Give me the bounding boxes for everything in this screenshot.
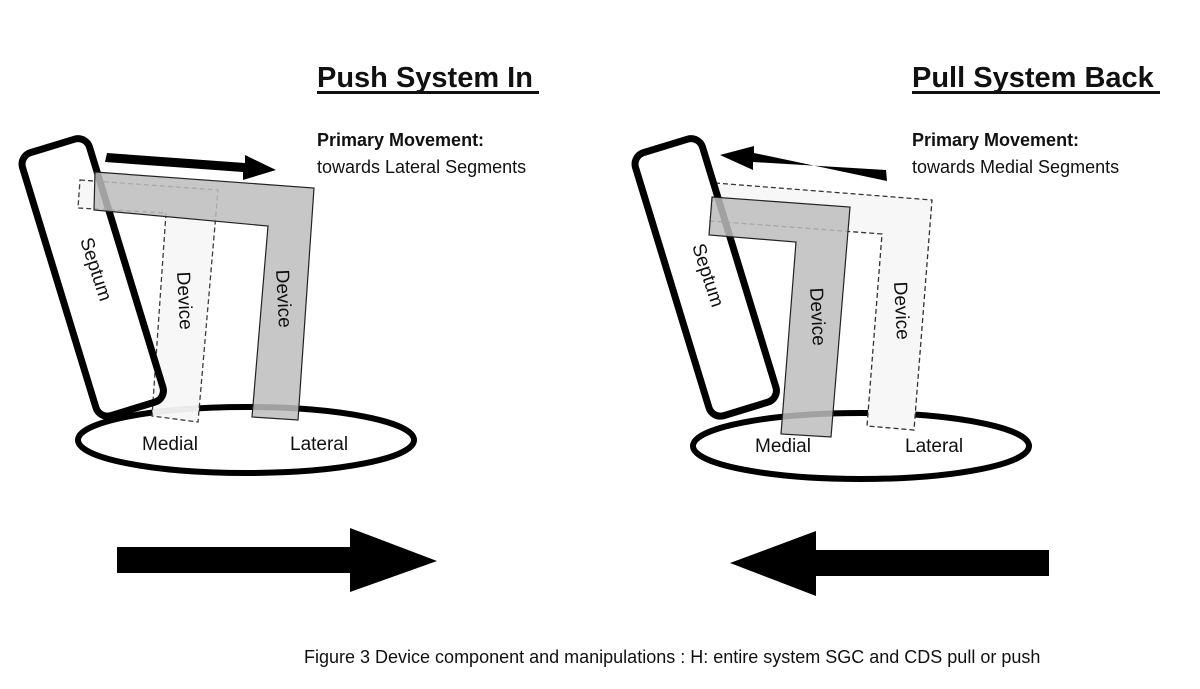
movement-heading: Primary Movement: (912, 130, 1079, 150)
device-ghost-label: Device (172, 271, 196, 330)
movement-heading: Primary Movement: (317, 130, 484, 150)
device-moved (708, 196, 851, 438)
panel-title-pull: Pull System Back (912, 62, 1155, 94)
device-moved (93, 171, 315, 421)
device-moved-label: Device (271, 269, 295, 328)
lateral-label: Lateral (905, 436, 963, 457)
big-arrow-left-icon (730, 531, 1049, 596)
figure-caption: Figure 3 Device component and manipulati… (304, 647, 1040, 667)
movement-text: towards Lateral Segments (317, 157, 526, 177)
base-ellipse (75, 404, 417, 476)
movement-text: towards Medial Segments (912, 157, 1119, 177)
movement-arrow-right-icon (105, 153, 276, 180)
medial-label: Medial (755, 436, 811, 457)
panel-pull: Pull System Back Primary Movement: towar… (631, 62, 1160, 596)
medial-label: Medial (142, 434, 198, 455)
septum-shape (631, 135, 780, 420)
title-underline (317, 91, 539, 94)
panel-push: Push System In Primary Movement: towards… (18, 62, 539, 592)
title-underline (912, 91, 1160, 94)
septum-shape (18, 135, 167, 420)
movement-arrow-left-icon (720, 146, 887, 181)
big-arrow-right-icon (117, 528, 437, 592)
lateral-label: Lateral (290, 434, 348, 455)
device-moved-label: Device (805, 287, 829, 346)
panel-title-push: Push System In (317, 62, 533, 94)
base-ellipse (690, 410, 1032, 482)
device-ghost-label: Device (889, 281, 913, 340)
